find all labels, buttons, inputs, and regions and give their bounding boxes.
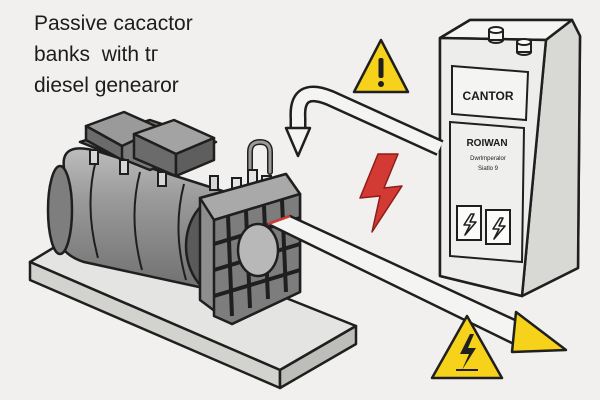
- cabinet-small-label-2: Siatlo 9: [478, 166, 499, 172]
- capacitor-symbol-icon: [485, 209, 511, 245]
- flow-arrow-icon: [284, 126, 312, 158]
- title-line-1: Passive cacactor: [34, 12, 193, 35]
- high-voltage-warning-icon: [430, 314, 504, 380]
- cabinet-small-label-1: Dwrlmperalor: [470, 156, 506, 162]
- cable-to-generator: [284, 85, 444, 158]
- title-line-3: diesel genearor: [34, 74, 179, 97]
- cabinet-terminal: [516, 38, 532, 56]
- warning-triangle-icon: [352, 38, 410, 94]
- cabinet-terminal: [488, 26, 504, 44]
- cabinet-name-label: ROIWAN: [466, 138, 507, 149]
- capacitor-symbol-icon: [456, 205, 482, 241]
- cable-from-generator: [266, 214, 568, 354]
- flow-arrow-icon: [510, 310, 568, 354]
- cabinet-top-label: CANTOR: [462, 89, 513, 103]
- lightning-bolt-icon: [359, 153, 403, 233]
- title-line-2: banks with tг: [34, 43, 159, 66]
- capacitor-cabinet: CANTOR ROIWAN Dwrlmperalor Siatlo 9: [438, 18, 582, 298]
